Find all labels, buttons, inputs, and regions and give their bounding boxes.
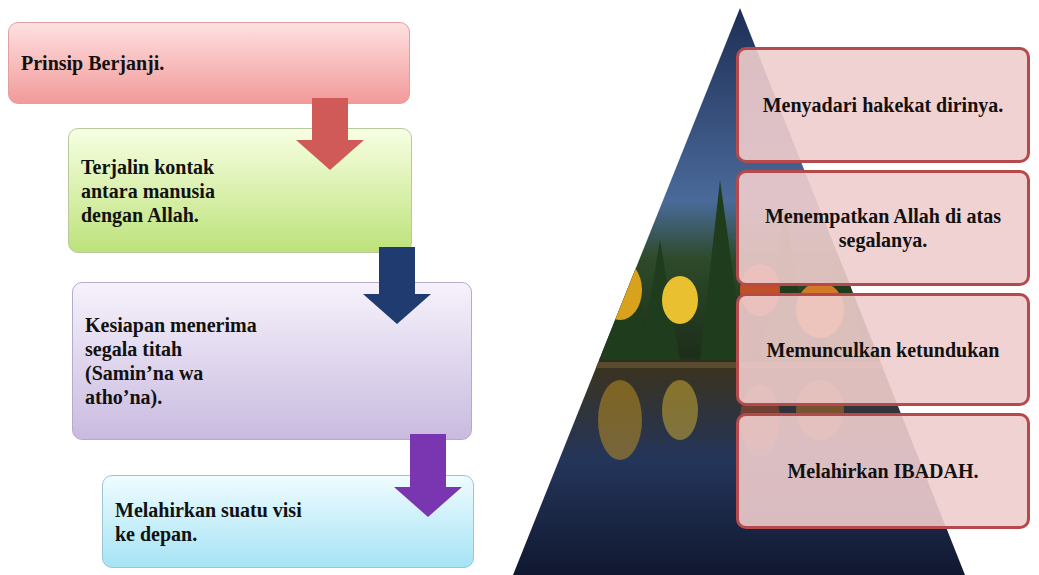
box-text: Prinsip Berjanji.: [9, 51, 164, 75]
block-arrow: [394, 434, 462, 517]
box-text: Menempatkan Allah di atas segalanya.: [748, 204, 1018, 252]
pyramid-box: Memunculkan ketundukan: [736, 293, 1030, 406]
block-arrow: [363, 247, 431, 324]
box-text: Menyadari hakekat dirinya.: [763, 93, 1004, 117]
step-box: Prinsip Berjanji.: [8, 22, 410, 104]
box-text: Kesiapan menerima segala titah (Samin’na…: [73, 313, 275, 409]
step-box: Melahirkan suatu visi ke depan.: [102, 475, 474, 568]
pyramid-box: Menempatkan Allah di atas segalanya.: [736, 170, 1030, 286]
block-arrow-shape: [394, 434, 462, 517]
pyramid-box: Melahirkan IBADAH.: [736, 413, 1030, 529]
box-text: Terjalin kontak antara manusia dengan Al…: [69, 155, 271, 227]
pyramid-box: Menyadari hakekat dirinya.: [736, 47, 1030, 163]
box-text: Melahirkan IBADAH.: [787, 459, 978, 483]
step-box: Kesiapan menerima segala titah (Samin’na…: [72, 282, 472, 440]
block-arrow: [296, 98, 364, 170]
block-arrow-shape: [296, 98, 364, 170]
step-box: Terjalin kontak antara manusia dengan Al…: [68, 128, 412, 253]
box-text: Melahirkan suatu visi ke depan.: [103, 498, 315, 546]
block-arrow-shape: [363, 247, 431, 324]
box-text: Memunculkan ketundukan: [767, 338, 1000, 362]
